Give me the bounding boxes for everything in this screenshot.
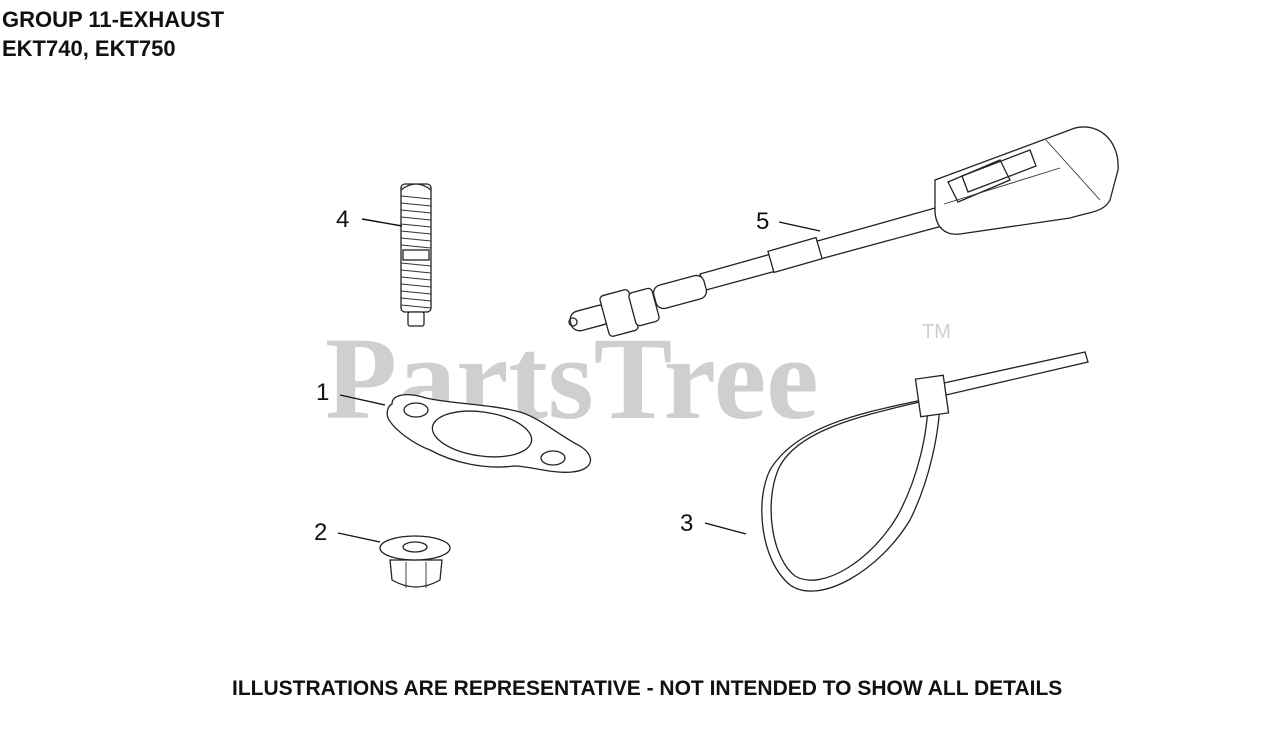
leader-line-3 — [704, 522, 747, 535]
leader-line-4 — [361, 218, 403, 227]
title-block: GROUP 11-EXHAUST EKT740, EKT750 — [2, 5, 224, 63]
leader-line-1 — [339, 394, 386, 406]
callout-4[interactable]: 4 — [336, 206, 349, 233]
group-title: GROUP 11-EXHAUST — [2, 7, 225, 32]
callout-5[interactable]: 5 — [756, 208, 769, 235]
callout-2[interactable]: 2 — [314, 519, 327, 546]
stud-icon[interactable] — [400, 183, 432, 327]
watermark-trademark: TM — [922, 321, 951, 343]
leader-line-2 — [337, 532, 381, 543]
callout-3[interactable]: 3 — [680, 510, 693, 537]
model-numbers: EKT740, EKT750 — [2, 36, 176, 61]
cable-tie-icon[interactable] — [761, 351, 1089, 592]
disclaimer-note: ILLUSTRATIONS ARE REPRESENTATIVE - NOT I… — [232, 677, 1063, 700]
callout-1[interactable]: 1 — [316, 379, 329, 406]
exhaust-gasket-icon[interactable] — [386, 393, 591, 473]
flange-nut-icon[interactable] — [379, 535, 451, 588]
leader-line-5 — [778, 221, 821, 232]
oxygen-sensor-icon[interactable] — [568, 126, 1119, 337]
